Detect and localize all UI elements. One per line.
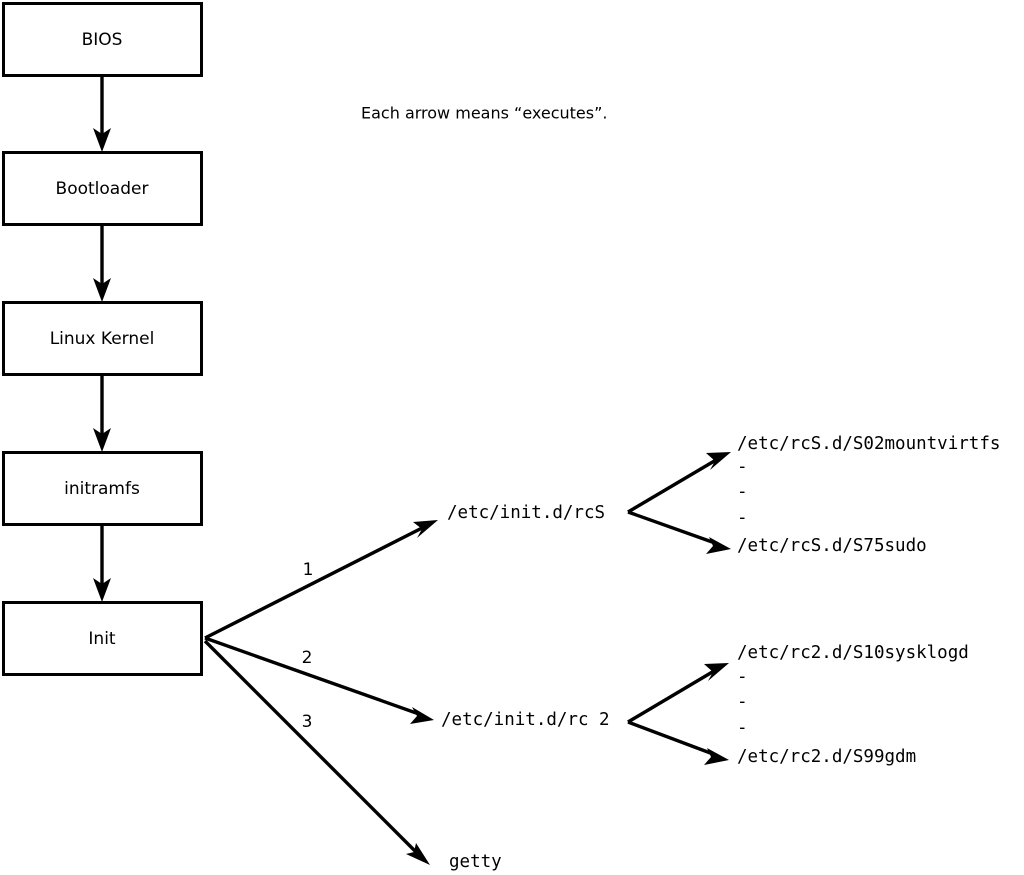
arrow-init-to-getty: 3 — [203, 639, 430, 865]
bootloader-label: Bootloader — [56, 179, 149, 199]
init-label: Init — [88, 629, 116, 649]
arrowhead-down-right-icon — [704, 748, 729, 765]
rc2-d-last-label: /etc/rc2.d/S99gdm — [737, 747, 916, 767]
arrowhead-up-right-icon — [706, 452, 731, 470]
init-box — [2, 601, 203, 676]
bootloader-box — [2, 151, 203, 226]
arrow-initramfs-to-init — [93, 526, 111, 602]
linux-kernel-box — [2, 301, 203, 376]
arrow-bios-to-bootloader — [93, 76, 111, 152]
arrow-rcs-to-first — [627, 452, 731, 514]
arrowhead-down-icon — [93, 278, 111, 302]
rc2-ellipsis-dash-1: - — [737, 667, 748, 687]
node-initramfs: initramfs — [2, 451, 203, 526]
bios-box — [2, 2, 203, 77]
arrow-bootloader-to-kernel — [93, 226, 111, 302]
rc2-ellipsis-dash-2: - — [737, 692, 748, 712]
edge-number-2: 2 — [302, 648, 313, 668]
rcs-ellipsis-dash-1: - — [737, 457, 748, 477]
rc2-ellipsis-dash-3: - — [737, 718, 748, 738]
arrowhead-down-icon — [93, 578, 111, 602]
rcs-ellipsis-dash-2: - — [737, 482, 748, 502]
getty-label: getty — [449, 852, 502, 872]
initramfs-box — [2, 451, 203, 526]
arrowhead-down-right-icon — [406, 843, 430, 865]
bios-label: BIOS — [82, 30, 123, 50]
diagram-caption: Each arrow means “executes”. — [361, 104, 607, 123]
rc2-script-label: /etc/init.d/rc 2 — [441, 710, 610, 730]
edge-number-3: 3 — [302, 712, 313, 732]
arrow-kernel-to-initramfs — [93, 376, 111, 452]
arrow-rc2-to-first — [627, 663, 729, 724]
node-bios: BIOS — [2, 2, 203, 77]
edge-number-1: 1 — [303, 560, 314, 580]
arrowhead-up-right-icon — [413, 520, 438, 538]
arrow-rcs-to-last — [627, 510, 731, 554]
arrowhead-down-right-icon — [706, 537, 731, 554]
arrow-init-to-rcs: 1 — [204, 520, 438, 640]
arrowhead-up-right-icon — [704, 663, 729, 681]
node-init: Init — [2, 601, 203, 676]
arrowhead-down-icon — [93, 128, 111, 152]
rcs-d-first-label: /etc/rcS.d/S02mountvirtfs — [737, 434, 1000, 454]
rcs-d-last-label: /etc/rcS.d/S75sudo — [737, 536, 927, 556]
node-linux-kernel: Linux Kernel — [2, 301, 203, 376]
linux-kernel-label: Linux Kernel — [50, 329, 155, 349]
arrowhead-down-right-icon — [410, 707, 434, 724]
arrowhead-down-icon — [93, 428, 111, 452]
initramfs-label: initramfs — [64, 479, 140, 499]
arrow-init-to-rc2: 2 — [204, 636, 434, 724]
node-bootloader: Bootloader — [2, 151, 203, 226]
rcs-script-label: /etc/init.d/rcS — [447, 503, 605, 523]
rcs-ellipsis-dash-3: - — [737, 508, 748, 528]
arrow-rc2-to-last — [627, 720, 729, 765]
rc2-d-first-label: /etc/rc2.d/S10sysklogd — [737, 643, 969, 663]
